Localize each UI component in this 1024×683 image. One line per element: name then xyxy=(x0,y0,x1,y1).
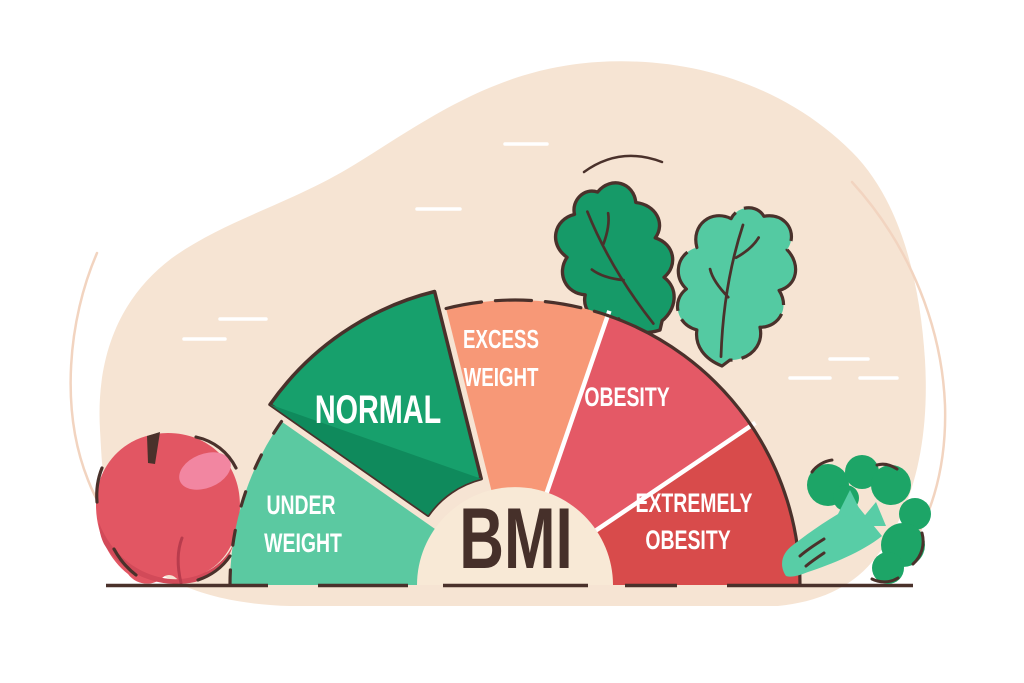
apple-illustration xyxy=(95,432,240,585)
leaf-left-veins xyxy=(586,210,655,325)
leaf-accent-stroke xyxy=(582,154,664,174)
apple-highlight xyxy=(179,452,231,490)
gauge-center-circle xyxy=(417,487,613,585)
separator-excess-obesity xyxy=(543,310,612,496)
gauge-arc-outlines xyxy=(228,298,802,587)
label-under-weight-line1: UNDER xyxy=(266,490,335,520)
segment-separators xyxy=(543,310,757,534)
arc-excess-dashed xyxy=(444,298,610,318)
label-excess-weight-line2: WEIGHT xyxy=(464,362,539,392)
leaf-left xyxy=(553,181,676,335)
floret xyxy=(872,552,904,584)
label-obesity: OBESITY xyxy=(584,382,670,412)
floret xyxy=(871,465,911,505)
leaf-right-veins xyxy=(708,223,761,358)
label-extremely-obesity-line2: OBESITY xyxy=(645,525,731,555)
segment-normal-shade xyxy=(270,404,482,516)
apple-outline-dashes xyxy=(95,435,238,582)
floret xyxy=(899,498,931,530)
broccoli-stem-prongs xyxy=(836,490,886,526)
broccoli-outline-dashes xyxy=(798,458,925,584)
broccoli-stem xyxy=(782,504,882,577)
segment-excess-weight xyxy=(446,300,608,585)
arc-under-dashed xyxy=(228,419,284,587)
label-excess-weight-line1: EXCESS xyxy=(463,324,539,354)
apple-stem xyxy=(147,432,160,464)
broccoli-illustration xyxy=(782,455,931,584)
leaves-illustration xyxy=(553,154,798,368)
separator-obesity-extremely xyxy=(592,420,757,534)
gauge-center-label: BMI xyxy=(459,490,572,586)
broccoli-florets xyxy=(807,455,931,584)
label-extremely-obesity-line1: EXTREMELY xyxy=(636,488,753,518)
apple-shade xyxy=(99,523,233,585)
label-normal: NORMAL xyxy=(315,387,441,432)
leaf-right xyxy=(676,206,798,368)
bmi-gauge xyxy=(228,289,802,587)
wind-dashes xyxy=(182,142,899,380)
arc-obesity-extremely-solid xyxy=(606,313,802,587)
segment-normal-exploded xyxy=(268,289,483,517)
apple-lobe-crease xyxy=(176,536,184,585)
floret xyxy=(845,455,879,489)
gauge-labels: UNDER WEIGHT NORMAL EXCESS WEIGHT OBESIT… xyxy=(264,324,753,586)
label-under-weight-line2: WEIGHT xyxy=(264,528,342,558)
